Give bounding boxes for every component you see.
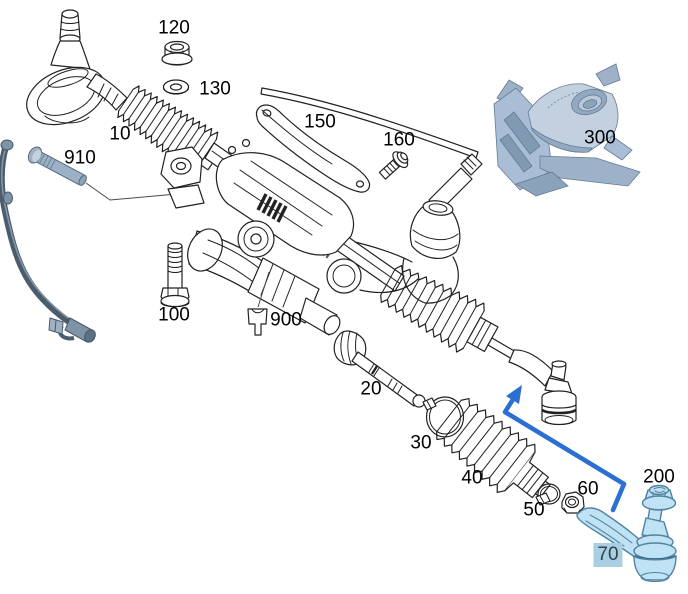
bellows-right <box>380 264 499 353</box>
bolt-910[interactable] <box>26 145 90 190</box>
clamp-50[interactable] <box>535 483 561 506</box>
part-label-40[interactable]: 40 <box>461 467 483 489</box>
mounting-eye-left <box>160 146 205 209</box>
part-label-10[interactable]: 10 <box>109 123 131 145</box>
heat-shield-300[interactable] <box>493 63 641 197</box>
part-label-100[interactable]: 100 <box>158 304 190 326</box>
part-label-910[interactable]: 910 <box>64 147 96 169</box>
wiring-harness[interactable] <box>0 139 97 344</box>
part-label-300[interactable]: 300 <box>584 127 616 149</box>
part-label-130[interactable]: 130 <box>199 78 231 100</box>
part-label-20[interactable]: 20 <box>360 378 382 400</box>
clamp-30[interactable] <box>422 396 465 438</box>
input-shaft <box>402 153 483 304</box>
tie-rod-left <box>26 9 128 126</box>
part-label-900[interactable]: 900 <box>270 309 302 331</box>
nut-200[interactable] <box>641 484 677 511</box>
gear-housing <box>187 138 419 336</box>
nut-120[interactable] <box>161 40 193 66</box>
tie-rod-right <box>487 337 577 426</box>
inner-tie-rod-20[interactable] <box>333 330 426 408</box>
nut-60[interactable] <box>561 491 585 514</box>
part-label-30[interactable]: 30 <box>410 432 432 454</box>
bolt-160[interactable] <box>376 148 412 183</box>
part-label-70-selected[interactable]: 70 <box>593 543 623 567</box>
steering-gear-assembly[interactable] <box>18 9 577 426</box>
position-arrow <box>502 385 627 513</box>
part-label-200[interactable]: 200 <box>643 466 675 488</box>
tie-rod-end-70[interactable] <box>576 503 677 583</box>
part-label-150[interactable]: 150 <box>304 111 336 133</box>
bracket-150[interactable] <box>255 104 371 193</box>
tie-bar <box>260 87 479 159</box>
part-label-60[interactable]: 60 <box>577 478 599 500</box>
leader-900 <box>257 271 270 308</box>
washer-130[interactable] <box>162 79 190 95</box>
leader-910 <box>85 182 200 201</box>
part-label-120[interactable]: 120 <box>158 17 190 39</box>
part-label-50[interactable]: 50 <box>523 499 545 521</box>
clip-900[interactable] <box>247 308 268 336</box>
part-label-160[interactable]: 160 <box>383 129 415 151</box>
bolt-100[interactable] <box>160 242 190 308</box>
